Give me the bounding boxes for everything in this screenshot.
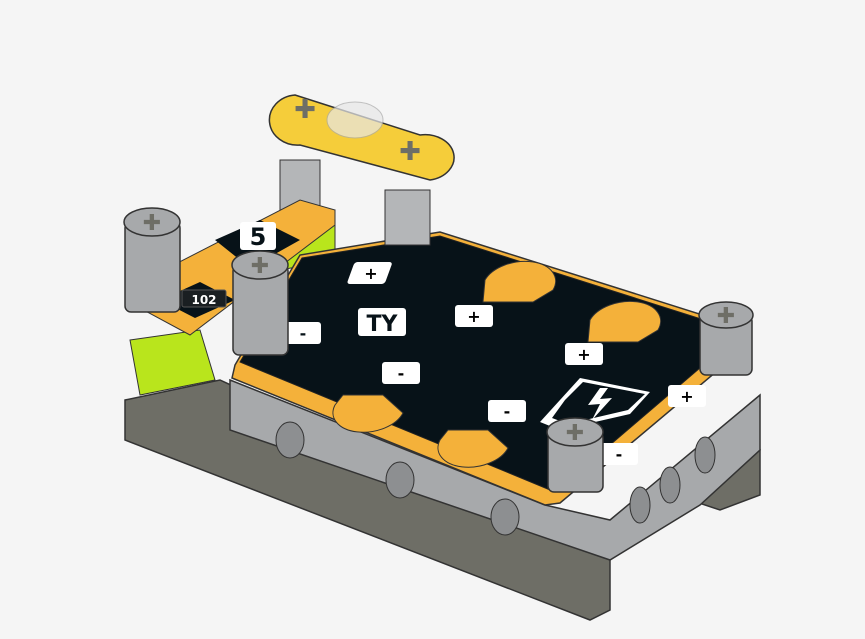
top-link: ✚ ✚ bbox=[268, 94, 455, 246]
cross-axle-icon: ✚ bbox=[566, 421, 584, 446]
lime-beam bbox=[129, 329, 216, 396]
cross-axle-icon: ✚ bbox=[399, 137, 421, 167]
cross-axle-icon: ✚ bbox=[294, 95, 316, 125]
pins bbox=[123, 207, 754, 493]
cross-axle-icon: ✚ bbox=[251, 254, 269, 279]
logo-text: TY bbox=[367, 312, 399, 337]
plus-label: + bbox=[467, 307, 480, 326]
pads bbox=[332, 260, 662, 468]
minus-label: - bbox=[504, 402, 511, 421]
gray-beam bbox=[229, 378, 761, 561]
plus-label: + bbox=[364, 264, 377, 283]
board bbox=[239, 235, 744, 493]
minus-label: - bbox=[398, 364, 405, 383]
minus-label: - bbox=[300, 324, 307, 343]
battery-charging-icon bbox=[540, 378, 650, 430]
plus-label: + bbox=[577, 345, 590, 364]
plus-label: + bbox=[680, 387, 693, 406]
resistor-label: 102 bbox=[191, 293, 216, 307]
cross-axle-icon: ✚ bbox=[717, 304, 735, 329]
cross-axle-icon: ✚ bbox=[143, 211, 161, 236]
base-brick bbox=[124, 379, 611, 621]
sign-pads: + + + + - - - - bbox=[285, 262, 706, 465]
minus-label: - bbox=[616, 445, 623, 464]
name-tag: 5 bbox=[250, 223, 267, 251]
beam-holes bbox=[275, 421, 716, 536]
